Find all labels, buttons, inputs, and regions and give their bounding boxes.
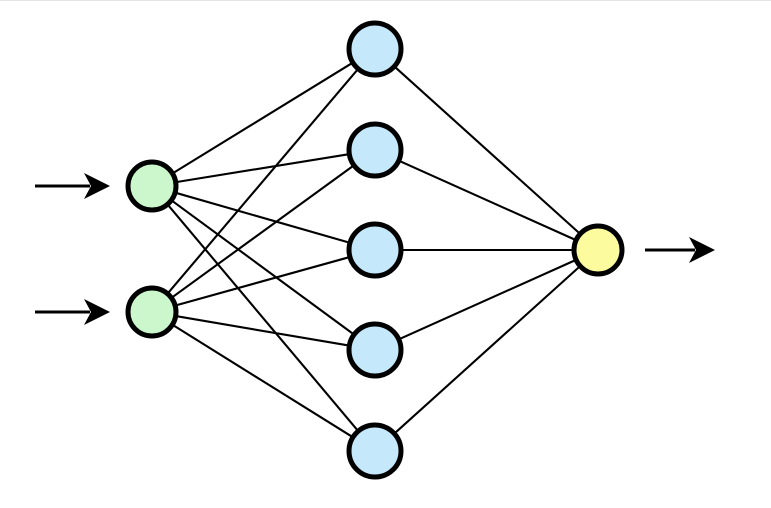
hidden-layer-node-h3[interactable] [346,221,404,279]
edge-i2-to-h5 [170,322,356,440]
edges-group [165,60,583,440]
nodes-group [125,20,625,480]
hidden-layer-node-h4[interactable] [346,321,404,379]
edge-i1-to-h5 [165,202,361,434]
input-layer-node-i1[interactable] [125,159,179,213]
edge-i2-to-h3 [172,255,353,308]
edge-i1-to-h2 [173,152,352,184]
edge-i2-to-h1 [165,66,361,296]
output-arrow-head [689,237,715,263]
edge-i1-to-h4 [169,198,357,337]
edge-h4-to-o1 [396,258,579,342]
hidden-layer-node-h5[interactable] [346,422,404,480]
edge-i2-to-h2 [169,163,357,300]
edge-i1-to-h1 [170,60,356,176]
edge-i1-to-h3 [172,191,353,245]
output-layer-node-o1[interactable] [571,223,625,277]
edge-i2-to-h4 [173,314,352,348]
hidden-layer-node-h2[interactable] [346,121,404,179]
hidden-layer-node-h1[interactable] [346,20,404,78]
input-arrow-2-head [84,299,110,325]
edge-h1-to-o1 [392,64,583,237]
input-layer-node-i2[interactable] [125,285,179,339]
top-hairline-divider [0,0,771,1]
edge-h2-to-o1 [396,158,579,242]
input-arrow-1-head [84,173,110,199]
edge-h5-to-o1 [392,263,583,436]
io-arrows-group [35,173,715,325]
